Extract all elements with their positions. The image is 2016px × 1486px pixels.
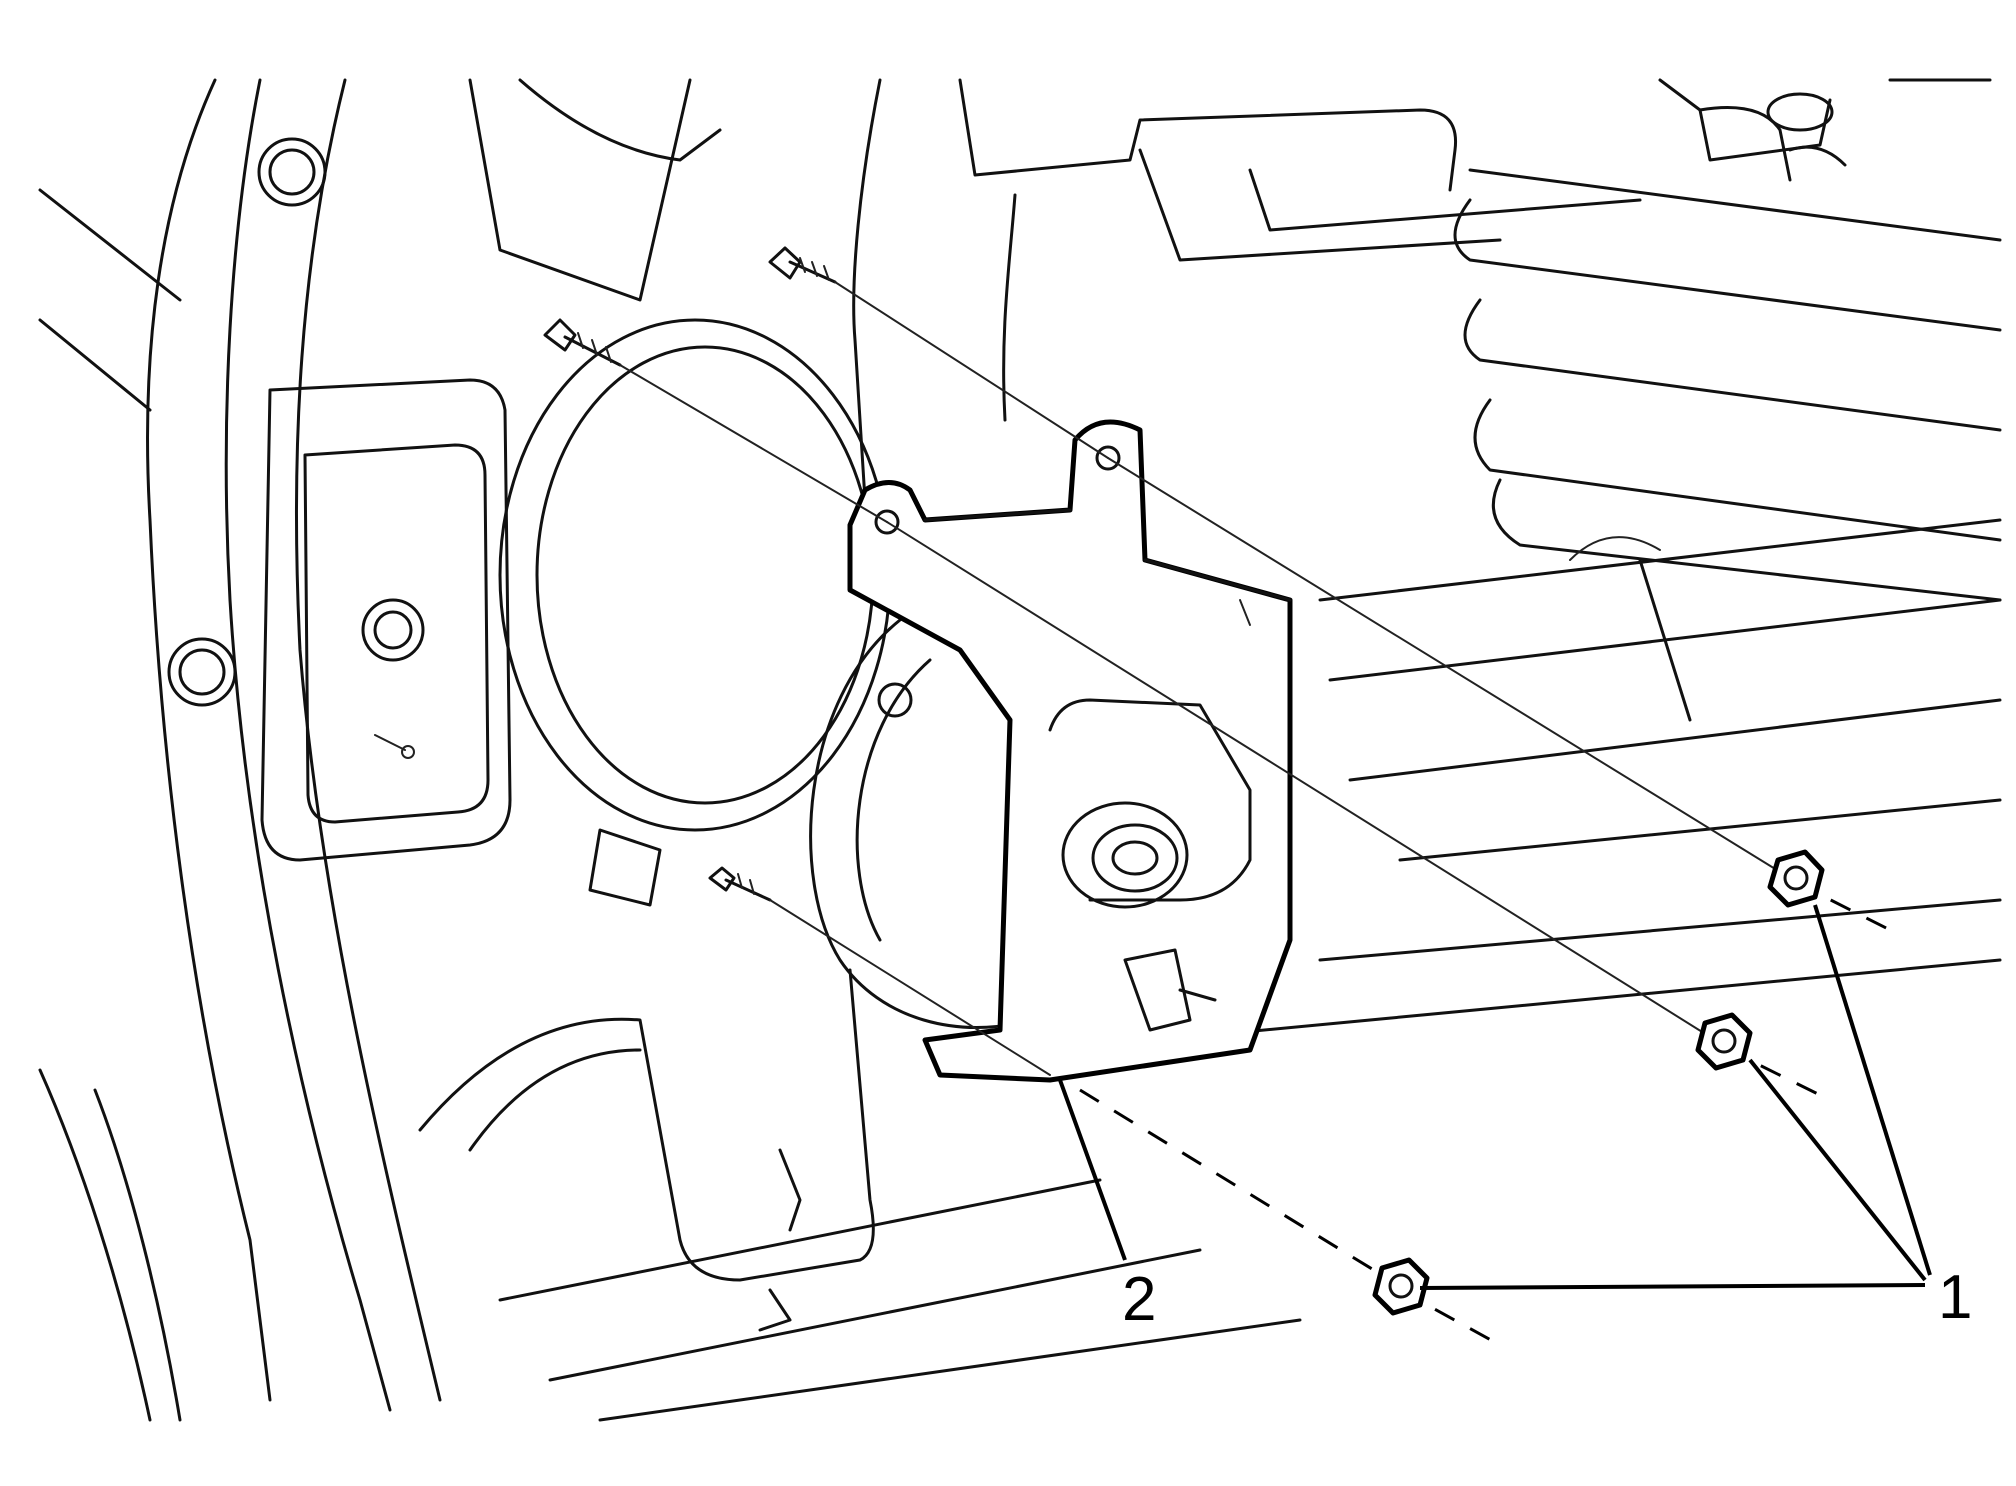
callout-2-leader bbox=[1058, 1079, 1127, 1261]
lower-support bbox=[418, 968, 875, 1332]
nut-middle bbox=[1695, 1012, 1753, 1071]
callout-2-label: 2 bbox=[1122, 1265, 1156, 1334]
callout-1-leaders bbox=[1419, 904, 1932, 1290]
stud-bolt-middle bbox=[543, 318, 622, 367]
bumper-beam bbox=[1453, 168, 2002, 722]
fascia-grommet-lower bbox=[167, 637, 237, 707]
side-panel bbox=[260, 378, 512, 862]
stud-bolt-lower bbox=[708, 866, 772, 902]
upper-structure bbox=[852, 78, 1992, 582]
callout-1-label: 1 bbox=[1938, 1263, 1972, 1332]
fascia-grommet-upper bbox=[257, 137, 327, 207]
bumper-fascia-frame bbox=[38, 78, 442, 1422]
fog-lamp-opening bbox=[468, 78, 892, 907]
fog-lamp-housing bbox=[809, 618, 1032, 1029]
nut-upper bbox=[1767, 849, 1825, 908]
stud-bolt-upper bbox=[768, 246, 837, 284]
fog-lamp-bracket bbox=[847, 419, 1293, 1083]
nut-lower bbox=[1372, 1257, 1430, 1316]
